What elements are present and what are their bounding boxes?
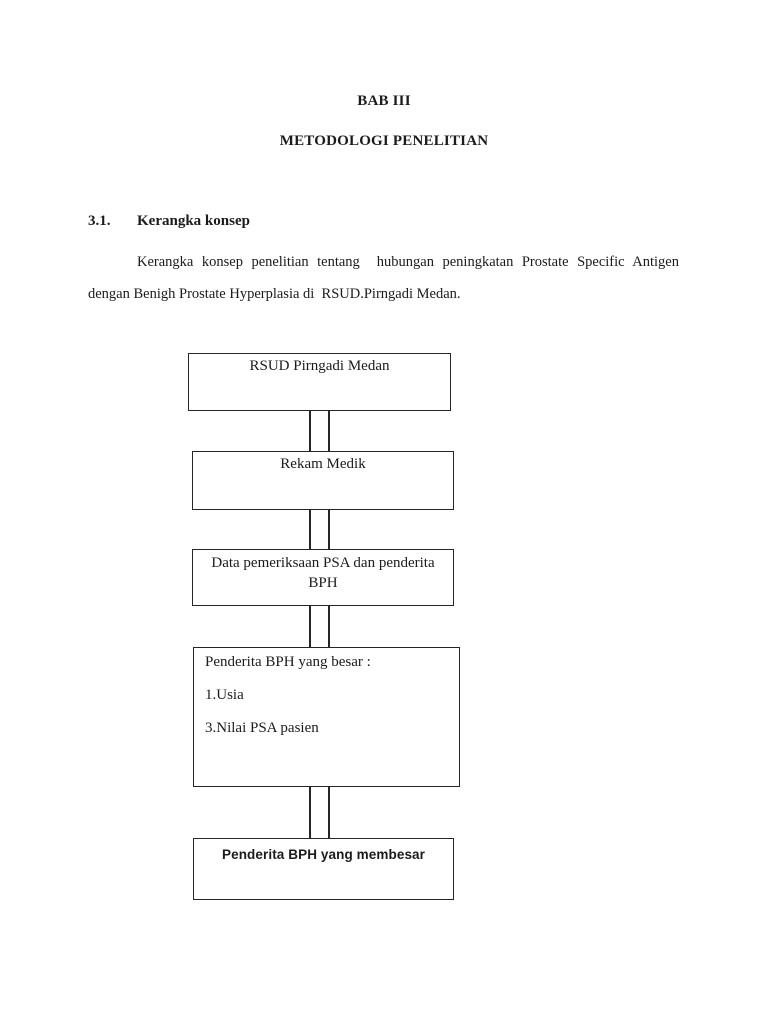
flowchart-connector-4: [309, 787, 330, 838]
flowchart-list-item-usia: 1.Usia: [205, 687, 244, 703]
flowchart-box-data-psa: Data pemeriksaan PSA dan penderita BPH: [192, 549, 454, 606]
flowchart-list-item-nilai-psa: 3.Nilai PSA pasien: [205, 720, 319, 736]
flowchart-connector-3: [309, 606, 330, 647]
flowchart-connector-1: [309, 411, 330, 451]
flowchart-box-penderita-besar: Penderita BPH yang besar : 1.Usia 3.Nila…: [193, 647, 460, 787]
flowchart-box-rsud: RSUD Pirngadi Medan: [188, 353, 451, 411]
flowchart-box-rekam-medik-label: Rekam Medik: [280, 456, 366, 472]
flowchart-box-penderita-membesar: Penderita BPH yang membesar: [193, 838, 454, 900]
flowchart-box-penderita-besar-title: Penderita BPH yang besar :: [205, 654, 371, 670]
chapter-title: BAB III: [357, 93, 411, 109]
flowchart-connector-2: [309, 510, 330, 549]
flowchart-box-rekam-medik: Rekam Medik: [192, 451, 454, 510]
body-paragraph: Kerangka konsep penelitian tentang hubun…: [88, 254, 683, 302]
flowchart-box-data-psa-label: Data pemeriksaan PSA dan penderita BPH: [211, 555, 435, 591]
chapter-subtitle: METODOLOGI PENELITIAN: [279, 133, 489, 149]
section-number: 3.1.: [88, 213, 111, 229]
section-heading: 3.1. Kerangka konsep: [88, 213, 250, 230]
flowchart-box-penderita-membesar-label: Penderita BPH yang membesar: [221, 847, 426, 862]
section-title: Kerangka konsep: [137, 213, 250, 229]
flowchart-box-rsud-label: RSUD Pirngadi Medan: [249, 358, 390, 374]
